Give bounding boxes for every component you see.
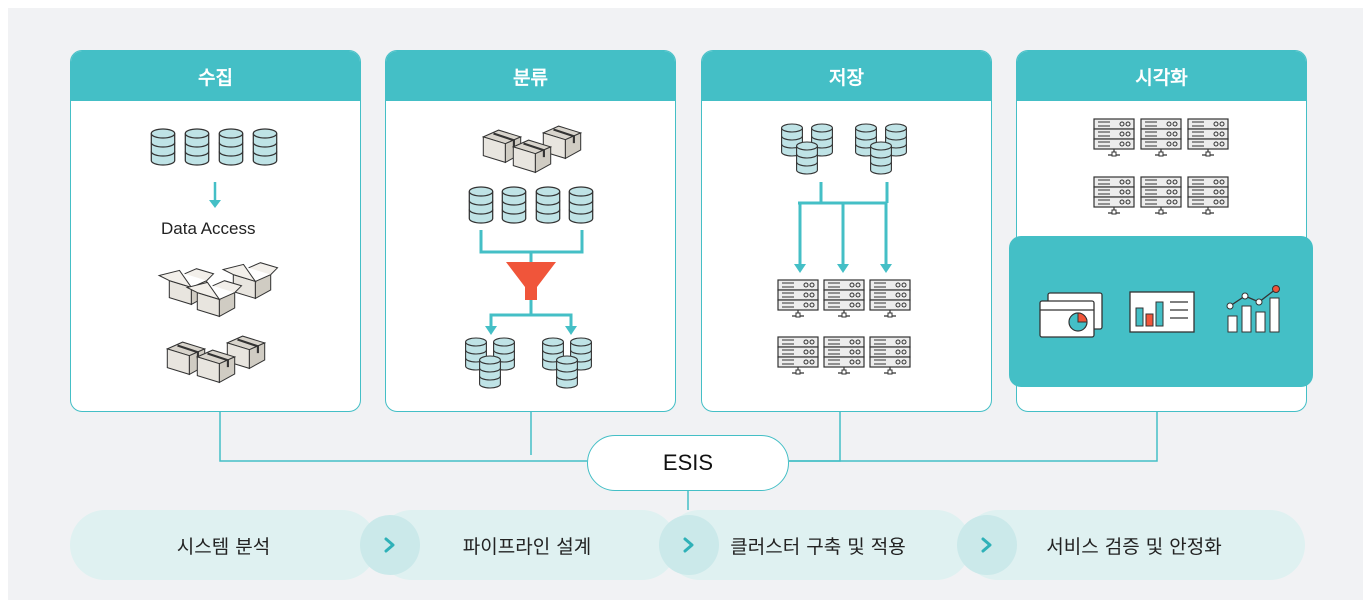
database-icon — [150, 128, 176, 166]
database-icon — [218, 128, 244, 166]
bar-trend-chart-icon — [1255, 311, 1266, 333]
server-rack-icon — [1093, 118, 1135, 157]
bar-trend-chart-icon — [1241, 305, 1252, 333]
bar-chart-document-icon — [1155, 301, 1164, 327]
server-rack-icon — [1187, 176, 1229, 215]
connector-line — [489, 300, 573, 330]
step-service-validation: 서비스 검증 및 안정화 — [963, 510, 1305, 580]
card-classify: 분류 — [385, 50, 676, 412]
database-icon — [479, 355, 501, 389]
bar-trend-chart-icon — [1269, 297, 1280, 333]
bar-trend-chart-icon — [1226, 302, 1234, 310]
bar-trend-chart-icon — [1227, 315, 1238, 333]
database-icon — [184, 128, 210, 166]
step-pipeline-design: 파이프라인 설계 — [377, 510, 677, 580]
data-access-label: Data Access — [161, 219, 256, 238]
server-rack-icon — [869, 279, 911, 318]
server-rack-icon — [1187, 118, 1229, 157]
arrow-down-icon — [794, 264, 806, 273]
server-rack-icon — [1140, 118, 1182, 157]
server-rack-icon — [777, 279, 819, 318]
server-rack-icon — [823, 279, 865, 318]
arrow-down-icon — [485, 326, 497, 335]
bar-chart-document-icon — [1145, 313, 1154, 327]
arrow-down-icon — [880, 264, 892, 273]
card-store-title: 저장 — [702, 51, 991, 101]
server-rack-icon — [777, 336, 819, 375]
esis-center-node: ESIS — [587, 435, 789, 491]
arrow-down-icon — [565, 326, 577, 335]
funnel-icon — [506, 262, 556, 300]
database-icon — [556, 355, 578, 389]
chevron-right-icon — [659, 515, 719, 575]
bar-trend-chart-icon — [1255, 298, 1263, 306]
open-box-icon — [222, 262, 279, 299]
database-icon — [796, 141, 818, 175]
server-rack-icon — [869, 336, 911, 375]
connector-line — [798, 182, 889, 268]
arrow-down-icon — [209, 200, 221, 208]
closed-box-icon — [512, 139, 552, 174]
server-rack-icon — [823, 336, 865, 375]
database-icon — [568, 186, 594, 224]
arrow-down-icon — [837, 264, 849, 273]
chevron-right-icon — [957, 515, 1017, 575]
server-rack-icon — [1140, 176, 1182, 215]
bar-chart-document-icon — [1135, 307, 1144, 327]
database-icon — [535, 186, 561, 224]
bar-trend-chart-icon — [1272, 285, 1280, 293]
bar-chart-document-icon — [1170, 301, 1188, 319]
card-classify-title: 분류 — [386, 51, 675, 101]
database-icon — [870, 141, 892, 175]
pie-chart-window-icon — [1077, 312, 1088, 323]
card-collect-title: 수집 — [71, 51, 360, 101]
closed-box-icon — [196, 349, 236, 384]
card-store: 저장 — [701, 50, 992, 412]
chevron-right-icon — [360, 515, 420, 575]
database-icon — [468, 186, 494, 224]
server-rack-icon — [1093, 176, 1135, 215]
connector-line — [479, 230, 584, 262]
card-visualize-title: 시각화 — [1017, 51, 1306, 101]
database-icon — [501, 186, 527, 224]
bar-trend-chart-icon — [1229, 288, 1277, 307]
step-system-analysis: 시스템 분석 — [70, 510, 377, 580]
bar-trend-chart-icon — [1241, 292, 1249, 300]
database-icon — [252, 128, 278, 166]
